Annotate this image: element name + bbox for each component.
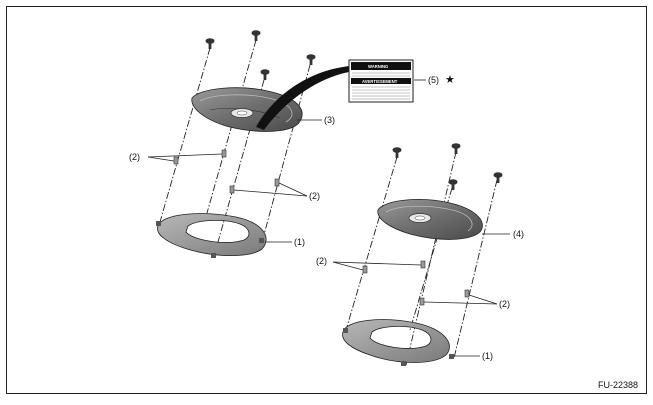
- callout-clips-right-lower: (2): [499, 299, 510, 309]
- screw-icon: [251, 30, 261, 41]
- callout-clips-left-lower: (2): [309, 191, 320, 201]
- callout-label: (5): [428, 75, 439, 85]
- screw-icon: [451, 143, 461, 154]
- speaker-ring-right: [342, 319, 454, 366]
- callout-ring-right: (1): [482, 351, 493, 361]
- clip-icon: [173, 156, 179, 165]
- callout-cover-left: (3): [324, 115, 335, 125]
- right-leaders: [332, 233, 510, 357]
- figure-code: FU-22388: [598, 380, 638, 390]
- callout-clips-right-upper: (2): [316, 256, 327, 266]
- left-screws: [205, 30, 316, 80]
- warning-label: WARNING AVERTISSEMENT: [348, 59, 414, 103]
- speaker-cover-left: [191, 87, 303, 132]
- clip-icon: [362, 265, 368, 274]
- right-assembly: [332, 143, 510, 366]
- left-clips: [173, 149, 280, 194]
- callout-ring-left: (1): [294, 237, 305, 247]
- screw-icon: [260, 69, 270, 80]
- callout-clips-left-upper: (2): [129, 152, 140, 162]
- callout-cover-right: (4): [513, 229, 524, 239]
- clip-icon: [420, 260, 426, 269]
- right-clips: [362, 260, 470, 306]
- left-assembly: [147, 30, 426, 258]
- screw-icon: [205, 38, 215, 49]
- screw-icon: [392, 147, 402, 158]
- warning-label-line2: AVERTISSEMENT: [362, 79, 398, 84]
- screw-icon: [493, 172, 503, 183]
- left-leaders: [147, 79, 426, 243]
- clip-icon: [274, 178, 280, 187]
- label-leader: [256, 66, 350, 130]
- clip-icon: [464, 289, 470, 298]
- speaker-cover-right: [377, 199, 483, 240]
- clip-icon: [419, 297, 425, 306]
- clip-icon: [229, 185, 235, 194]
- screw-icon: [306, 54, 316, 65]
- right-alignment-lines: [345, 151, 498, 366]
- clip-icon: [221, 149, 227, 158]
- right-screws: [392, 143, 503, 190]
- figure-frame: [6, 6, 647, 394]
- star-icon: ★: [445, 74, 455, 86]
- speaker-ring-left: [156, 213, 267, 258]
- screw-icon: [448, 179, 458, 190]
- warning-label-line1: WARNING: [368, 64, 388, 69]
